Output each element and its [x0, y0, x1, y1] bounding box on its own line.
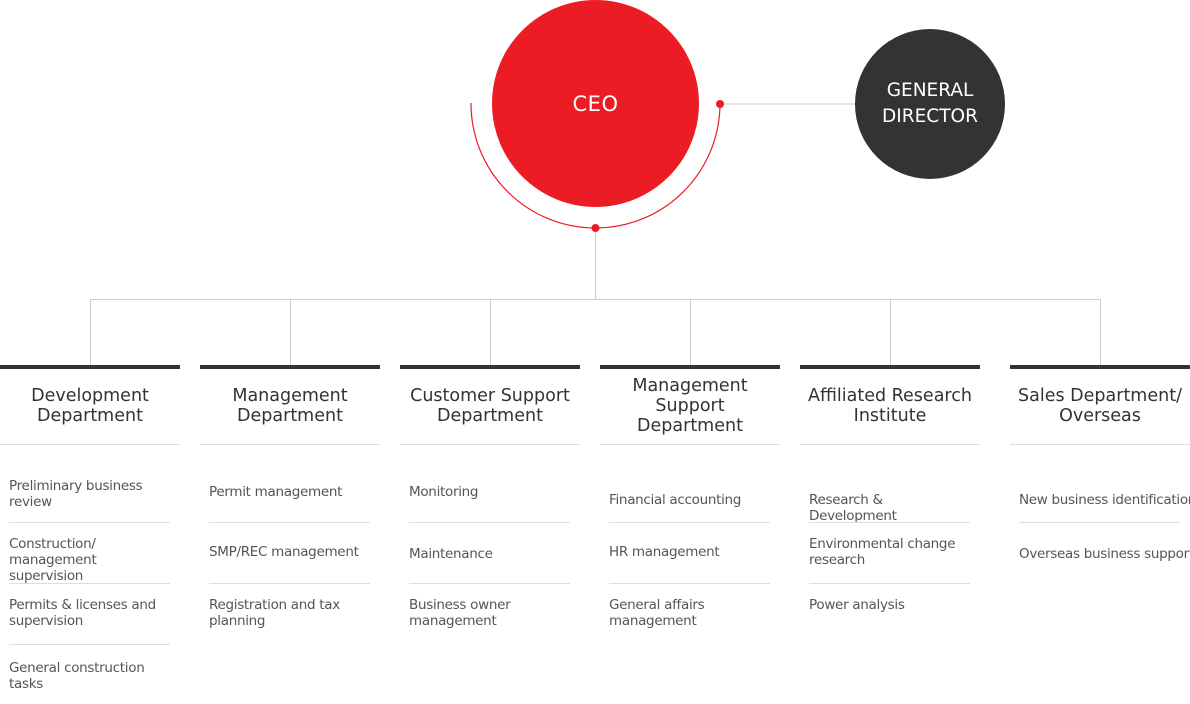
- task-divider: [809, 522, 970, 523]
- dept-management: Management Department Permit management …: [200, 365, 380, 629]
- task-divider: [9, 583, 170, 584]
- dept-header: Sales Department/ Overseas: [1010, 365, 1190, 445]
- task-item: HR management: [609, 544, 720, 560]
- ceo-connector-dot: [591, 224, 600, 232]
- task-item: Research & Development: [809, 492, 897, 524]
- task-item: General construction tasks: [9, 660, 145, 692]
- ceo-node: CEO: [492, 0, 699, 207]
- task-item: New business identification: [1019, 492, 1190, 508]
- task-divider: [1019, 522, 1180, 523]
- dept-customer-support: Customer Support Department Monitoring M…: [400, 365, 580, 629]
- dept-sales-overseas: Sales Department/ Overseas New business …: [1010, 365, 1190, 562]
- task-item: Monitoring: [409, 484, 479, 500]
- dept-development: Development Department Preliminary busin…: [0, 365, 180, 692]
- task-item: Maintenance: [409, 546, 493, 562]
- dept-title: Affiliated Research Institute: [808, 385, 972, 426]
- task-divider: [609, 583, 770, 584]
- task-item: Business owner management: [409, 597, 511, 629]
- dept-title: Sales Department/ Overseas: [1018, 385, 1182, 426]
- task-item: Registration and tax planning: [209, 597, 340, 629]
- task-divider: [409, 583, 570, 584]
- dept-title: Customer Support Department: [410, 385, 570, 426]
- task-divider: [609, 522, 770, 523]
- dept-header: Development Department: [0, 365, 180, 445]
- dept-title: Management Support Department: [632, 375, 748, 436]
- task-item: Financial accounting: [609, 492, 742, 508]
- task-item: SMP/REC management: [209, 544, 359, 560]
- task-divider: [9, 644, 170, 645]
- ceo-label: CEO: [572, 91, 619, 116]
- general-director-node: GENERAL DIRECTOR: [855, 29, 1005, 179]
- task-divider: [409, 522, 570, 523]
- dept-header: Management Support Department: [600, 365, 780, 445]
- dept-management-support: Management Support Department Financial …: [600, 365, 780, 629]
- dept-title: Development Department: [31, 385, 149, 426]
- task-divider: [9, 522, 170, 523]
- dept-header: Customer Support Department: [400, 365, 580, 445]
- task-item: Environmental change research: [809, 536, 956, 568]
- dept-header: Affiliated Research Institute: [800, 365, 980, 445]
- gd-connector-dot: [716, 100, 724, 108]
- task-item: Power analysis: [809, 597, 905, 613]
- task-item: Preliminary business review: [9, 478, 143, 510]
- dept-research-institute: Affiliated Research Institute Research &…: [800, 365, 980, 613]
- task-item: Construction/ management supervision: [9, 536, 97, 584]
- task-item: Permits & licenses and supervision: [9, 597, 156, 629]
- task-item: Permit management: [209, 484, 343, 500]
- task-item: Overseas business support: [1019, 546, 1190, 562]
- general-director-label: GENERAL DIRECTOR: [882, 80, 978, 127]
- dept-header: Management Department: [200, 365, 380, 445]
- task-divider: [809, 583, 970, 584]
- task-divider: [209, 522, 370, 523]
- task-divider: [209, 583, 370, 584]
- task-item: General affairs management: [609, 597, 705, 629]
- dept-title: Management Department: [232, 385, 348, 426]
